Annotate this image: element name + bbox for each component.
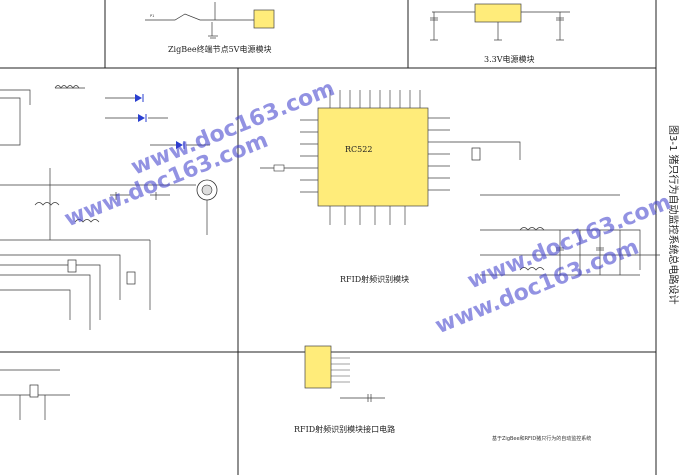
rfid-module-title: RFID射频识别模块 bbox=[340, 274, 409, 284]
rfid-circuit: RC522 bbox=[260, 90, 660, 276]
svg-text:P1: P1 bbox=[150, 14, 154, 18]
power-3v3-circuit bbox=[430, 3, 570, 41]
footer-note: 基于ZigBee和RFID猪只行为的自动监控系统 bbox=[492, 435, 591, 442]
bottom-left-circuit bbox=[0, 369, 70, 420]
figure-caption: 图3-1 猪只行为自动监控系统总电路设计 bbox=[667, 125, 680, 305]
chip-label: RC522 bbox=[345, 145, 372, 154]
power-3v3-module-title: 3.3V电源模块 bbox=[484, 54, 535, 64]
rfid-interface-circuit bbox=[304, 345, 385, 402]
rfid-interface-module-title: RFID射频识别模块接口电路 bbox=[294, 424, 395, 434]
zigbee-power-module-title: ZigBee终端节点5V电源模块 bbox=[168, 44, 271, 54]
left-rf-circuit bbox=[0, 85, 218, 330]
zigbee-power-circuit: P1 bbox=[145, 2, 275, 39]
rc522-chip bbox=[317, 107, 429, 207]
